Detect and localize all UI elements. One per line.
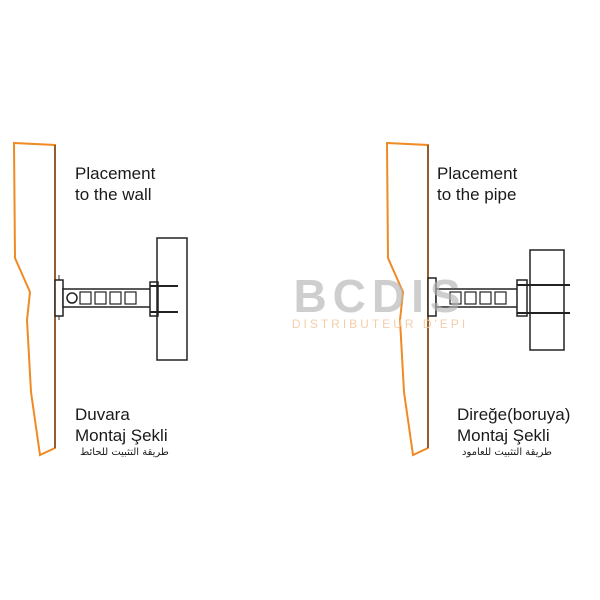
wall-title-line2: to the wall xyxy=(75,185,152,204)
arm-slot-r3 xyxy=(479,291,492,305)
pipe-title-line1: Placement xyxy=(437,164,518,183)
wall-mount-illustration xyxy=(12,141,188,457)
wall-block xyxy=(156,237,188,361)
arm-joint-left xyxy=(66,292,78,304)
arm-slot-2 xyxy=(94,291,107,305)
arm-slot-r2 xyxy=(464,291,477,305)
wall-turkish-line2: Montaj Şekli xyxy=(75,426,168,445)
wall-turkish-line1: Duvara xyxy=(75,405,130,424)
wall-turkish-label: Duvara Montaj Şekli xyxy=(75,404,168,446)
wall-placement-title: Placement to the wall xyxy=(75,163,155,205)
wall-arabic-label: طريقة التثبيت للحائط xyxy=(80,447,169,458)
arm-slot-1 xyxy=(79,291,92,305)
pipe-turkish-line2: Montaj Şekli xyxy=(457,426,550,445)
pipe-arabic-label: طريقة التثبيت للعامود xyxy=(462,447,552,458)
arm-slot-r4 xyxy=(494,291,507,305)
mirror-outline-left xyxy=(12,141,56,457)
arm-slot-3 xyxy=(109,291,122,305)
pipe-turkish-label: Direğe(boruya) Montaj Şekli xyxy=(457,404,570,446)
wall-plate xyxy=(149,281,159,317)
arm-slot-4 xyxy=(124,291,137,305)
pipe-turkish-line1: Direğe(boruya) xyxy=(457,405,571,424)
pipe-placement-title: Placement to the pipe xyxy=(437,163,517,205)
mirror-clamp-right xyxy=(427,277,437,317)
mirror-clamp-left xyxy=(54,279,64,317)
arm-left xyxy=(62,288,152,308)
pipe-clamp xyxy=(516,279,528,317)
pipe-mount-illustration xyxy=(385,141,570,457)
pipe-title-line2: to the pipe xyxy=(437,185,517,204)
mirror-outline-right xyxy=(385,141,429,457)
arm-slot-r1 xyxy=(449,291,462,305)
pipe xyxy=(529,249,565,351)
wall-title-line1: Placement xyxy=(75,164,156,183)
